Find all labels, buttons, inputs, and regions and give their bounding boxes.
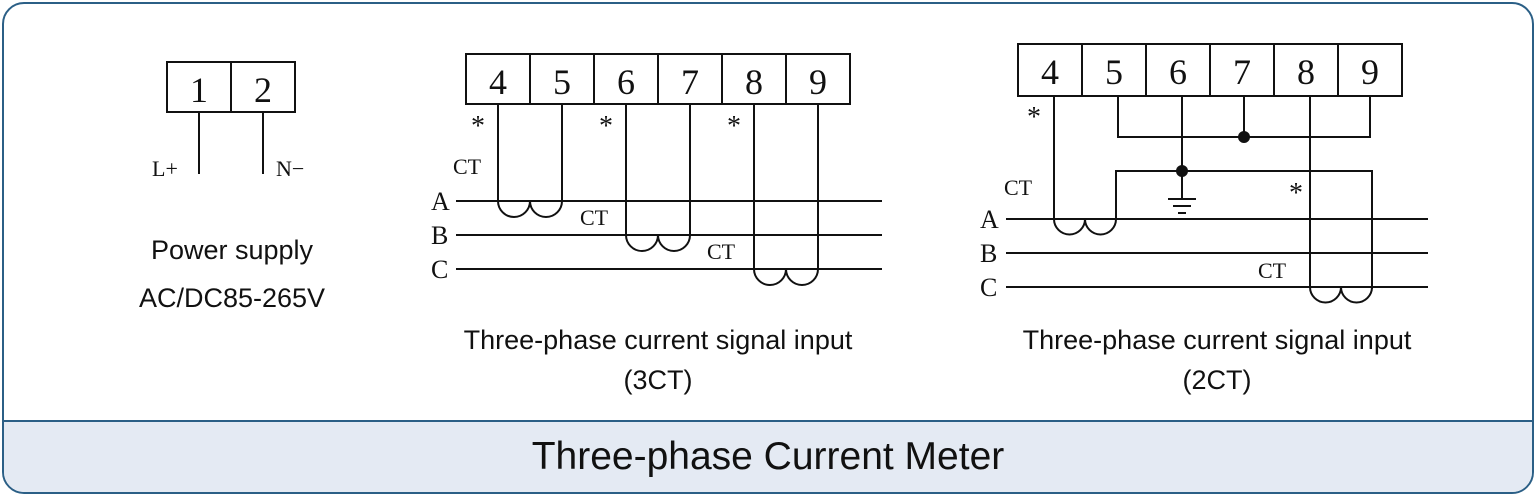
- ct3-star-c: *: [727, 111, 741, 142]
- ct2-terminal-box-9: [1337, 43, 1403, 97]
- ct3-terminal-box-8: [721, 53, 787, 105]
- ct3-ct-b-label: CT: [580, 205, 609, 230]
- ct3-terminal-box-5: [529, 53, 595, 105]
- ct2-return-loop: [1115, 170, 1373, 289]
- ct2-ct-a-label: CT: [1004, 175, 1033, 200]
- ct2-ground-junction: [1176, 165, 1188, 177]
- ct2-terminal-4-label: 4: [1041, 52, 1059, 92]
- ct2-ct-a-coil: [1053, 96, 1117, 236]
- ct3-terminal-5-label: 5: [553, 62, 571, 102]
- ct2-star-c: *: [1289, 178, 1303, 209]
- ct3-ct-a-label: CT: [453, 154, 482, 179]
- ct3-ct-b-coil: [625, 104, 691, 252]
- footer-title: Three-phase Current Meter: [531, 435, 1005, 478]
- ct2-phase-c-label: C: [980, 273, 997, 302]
- ct3-terminal-4-label: 4: [489, 62, 507, 102]
- ct2-terminal-box-6: [1145, 43, 1211, 97]
- wiring-diagram: 1 2 L+ N− Power supply AC/DC85-265V 4 5 …: [139, 43, 1428, 395]
- ct3-caption-line1: Three-phase current signal input: [464, 325, 853, 355]
- ct2-bus-junction: [1238, 131, 1250, 143]
- power-caption-line2: AC/DC85-265V: [139, 283, 325, 313]
- ct3-star-a: *: [471, 111, 485, 142]
- power-terminal-1-label: 1: [190, 70, 208, 110]
- ct2-star-a: *: [1027, 102, 1041, 133]
- ct3-terminal-9-label: 9: [809, 62, 827, 102]
- footer-bar: Three-phase Current Meter: [4, 420, 1532, 492]
- power-n-minus-label: N−: [276, 156, 304, 181]
- ct2-ct-c-coil: [1309, 96, 1373, 304]
- ct2-terminal-5-label: 5: [1105, 52, 1123, 92]
- ct3-ct-c-label: CT: [707, 239, 736, 264]
- two-ct-section: 4 5 6 7 8 9 * *: [980, 43, 1428, 395]
- ct3-caption-line2: (3CT): [624, 365, 693, 395]
- ct2-terminal-box-8: [1273, 43, 1339, 97]
- ct3-phase-b-label: B: [431, 221, 448, 250]
- ct2-terminal-box-7: [1209, 43, 1275, 97]
- ct2-ct-c-label: CT: [1258, 258, 1287, 283]
- ct2-terminal-8-label: 8: [1297, 52, 1315, 92]
- ct2-terminal-9-label: 9: [1361, 52, 1379, 92]
- power-terminal-2-label: 2: [254, 70, 272, 110]
- power-terminal-box-1: [166, 61, 232, 113]
- ct2-terminal-6-label: 6: [1169, 52, 1187, 92]
- ct3-star-b: *: [599, 111, 613, 142]
- power-caption-line1: Power supply: [151, 235, 314, 265]
- ct3-ct-c-coil: [753, 104, 819, 286]
- ground-icon: [1168, 198, 1196, 214]
- ct2-caption-line1: Three-phase current signal input: [1023, 325, 1412, 355]
- power-l-plus-label: L+: [152, 156, 178, 181]
- ct2-terminal-7-label: 7: [1233, 52, 1251, 92]
- ct3-terminal-7-label: 7: [681, 62, 699, 102]
- ct3-terminal-6-label: 6: [617, 62, 635, 102]
- ct3-ct-a-coil: [497, 104, 563, 218]
- ct3-phase-a-label: A: [431, 187, 450, 216]
- ct2-terminal-box-4: [1017, 43, 1083, 97]
- ct2-caption-line2: (2CT): [1183, 365, 1252, 395]
- ct3-phase-c-label: C: [431, 255, 448, 284]
- three-ct-section: 4 5 6 7 8 9 * * * A B C CT CT CT: [431, 53, 882, 395]
- ct3-terminal-box-7: [657, 53, 723, 105]
- power-supply-section: 1 2 L+ N− Power supply AC/DC85-265V: [139, 61, 325, 313]
- ct2-phase-b-label: B: [980, 239, 997, 268]
- ct2-phase-a-label: A: [980, 205, 999, 234]
- ct2-terminal-box-5: [1081, 43, 1147, 97]
- ct3-terminal-8-label: 8: [745, 62, 763, 102]
- ct3-terminal-box-4: [465, 53, 531, 105]
